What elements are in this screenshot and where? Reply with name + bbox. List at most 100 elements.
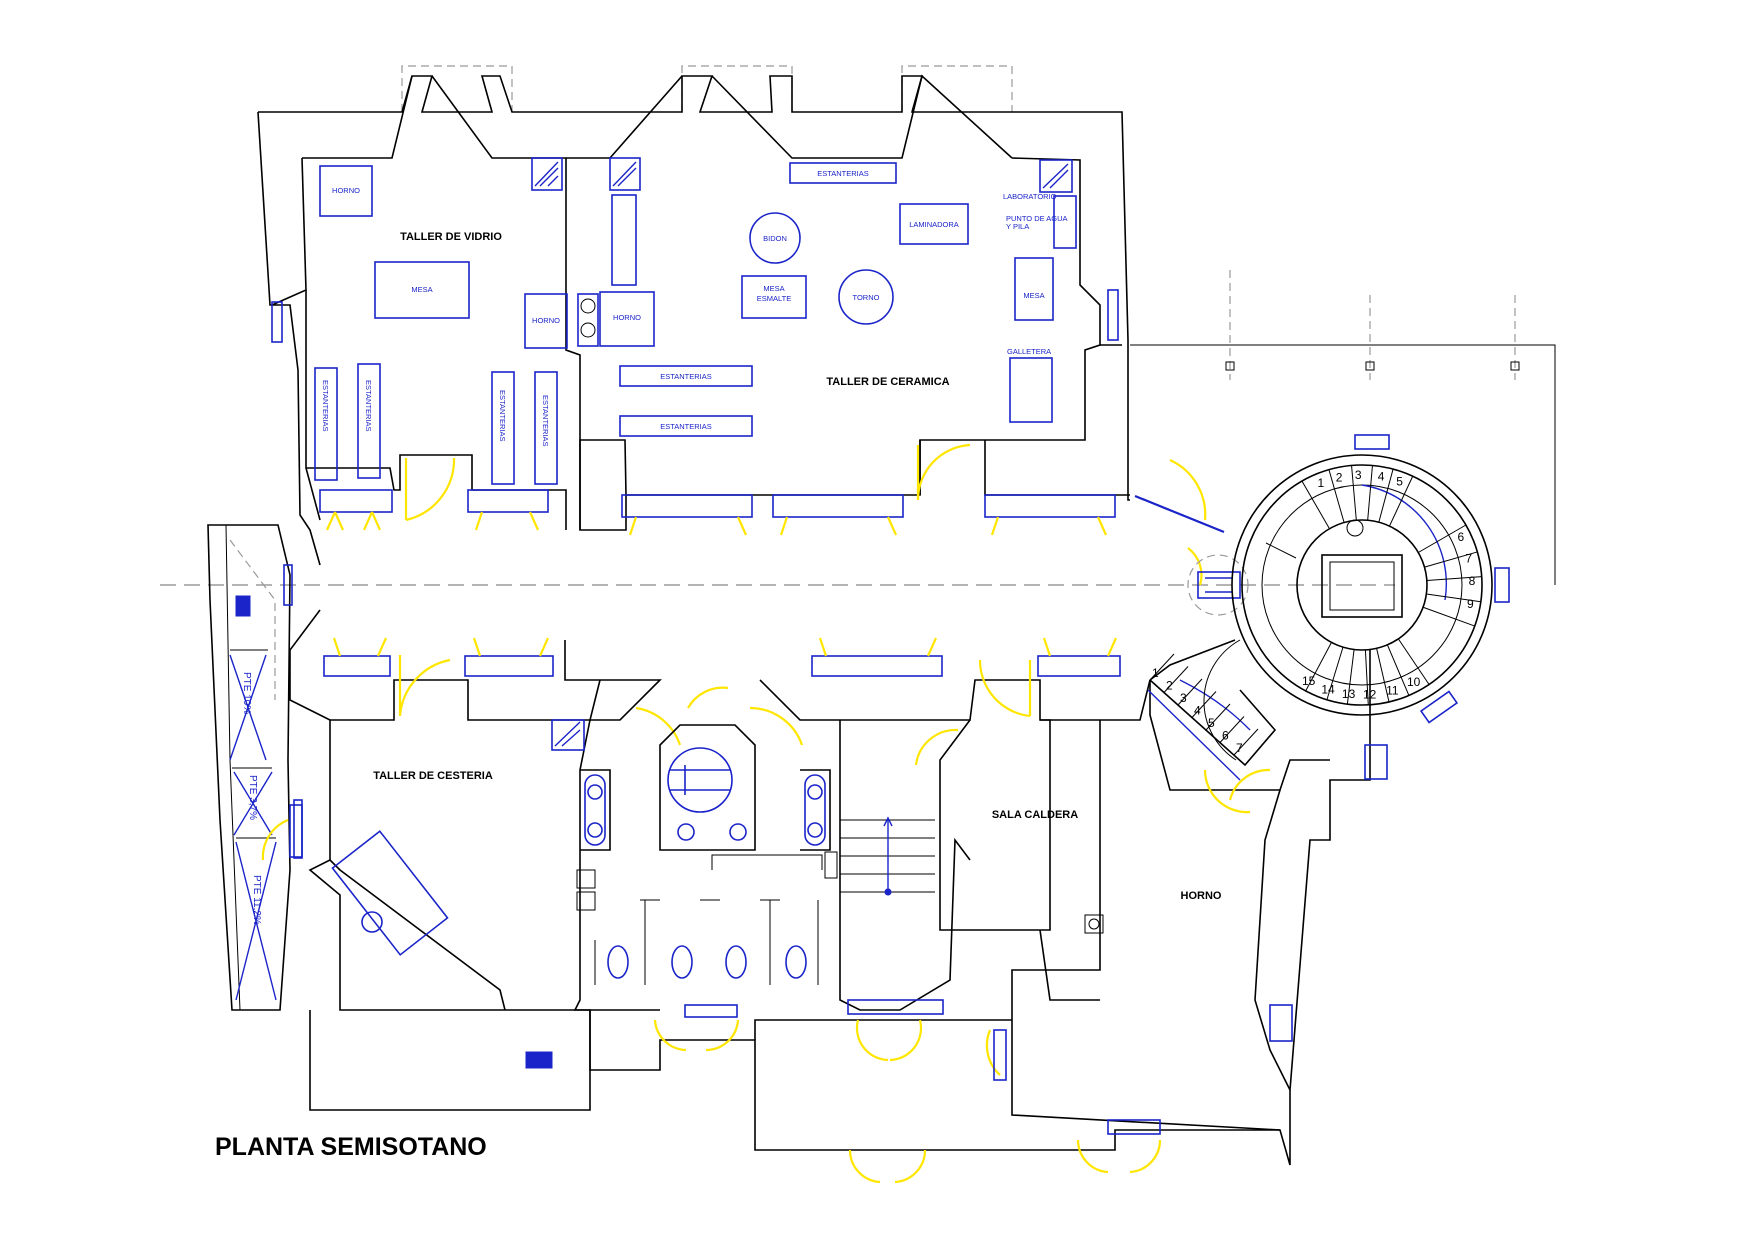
spiral-step-line (1389, 476, 1414, 527)
spiral-step-number: 14 (1321, 683, 1335, 697)
window-west-lower (289, 804, 303, 858)
toilet-fixtures (607, 945, 807, 979)
center-stair (840, 816, 944, 1015)
spiral-steps (1301, 465, 1482, 705)
spiral-step-line (1301, 480, 1330, 529)
straight-step-number: 7 (1236, 741, 1243, 755)
room-label-sala-caldera: SALA CALDERA (992, 809, 1078, 821)
straight-step-number: 5 (1208, 716, 1215, 730)
upper-wing-walls (257, 74, 1130, 566)
wheelchair-lift (1187, 554, 1249, 616)
spiral-step-number: 10 (1407, 675, 1421, 689)
spiral-step-line (1346, 649, 1355, 705)
spiral-step-line (1426, 593, 1481, 603)
laboratorio-label: LABORATORIO (1003, 192, 1057, 201)
taller-ceramica-furniture: ESTANTERIAS BIDON LAMINADORA LABORATORIO… (599, 157, 1077, 437)
equipment-block (525, 1051, 553, 1069)
room-label-horno: HORNO (1181, 890, 1222, 902)
straight-step-line (1219, 716, 1245, 743)
estanterias-label-c1: ESTANTERIAS (817, 169, 869, 178)
spiral-step-number: 9 (1467, 597, 1474, 611)
mesa-esmalte-label-1: MESA (763, 284, 784, 293)
spiral-step-line (1351, 465, 1357, 521)
spiral-step-number: 7 (1465, 551, 1472, 565)
straight-step-number: 6 (1222, 729, 1229, 743)
lower-corridor-benches (323, 637, 1121, 677)
window-west-mid (283, 564, 293, 606)
estanterias-label-v3: ESTANTERIAS (498, 390, 507, 442)
spiral-step-line (1422, 606, 1475, 627)
mesa-label-ceramica: MESA (1023, 291, 1044, 300)
straight-step-line (1163, 666, 1189, 693)
spiral-step-line (1305, 642, 1332, 692)
straight-step-line (1149, 653, 1175, 681)
horno-label-3: HORNO (613, 313, 641, 322)
spiral-step-line (1328, 469, 1345, 523)
lower-wing-walls (289, 609, 1371, 1166)
tower-upper-door (1134, 494, 1225, 534)
straight-step-line (1191, 691, 1217, 718)
mesa-esmalte-label-2: ESMALTE (757, 294, 791, 303)
estanterias-label-c2: ESTANTERIAS (660, 372, 712, 381)
room-label-taller-cesteria: TALLER DE CESTERIA (373, 770, 493, 782)
spiral-step-line (1418, 524, 1467, 553)
spiral-step-number: 3 (1355, 468, 1362, 482)
horno-label-1: HORNO (332, 186, 360, 195)
west-ramp-corridor: PTE 10% PTE 3,7% PTE 11,2% (207, 524, 291, 1011)
laminadora-label: LAMINADORA (909, 220, 959, 229)
spiral-step-number: 11 (1386, 684, 1399, 698)
door-frame-2 (993, 1029, 1007, 1081)
door-frame-3 (1269, 1004, 1293, 1042)
door-frame-1 (1107, 1119, 1161, 1135)
estanterias-label-v1: ESTANTERIAS (321, 380, 330, 432)
mesa-label-vidrio: MESA (411, 285, 432, 294)
ramp-label-10: PTE 10% (241, 672, 252, 714)
taller-cesteria-furniture (293, 719, 585, 956)
spiral-step-number: 6 (1458, 530, 1465, 544)
torno-label: TORNO (853, 293, 880, 302)
door-frame-4 (1364, 744, 1388, 780)
window-west (271, 301, 283, 343)
straight-steps (1149, 653, 1259, 756)
terrace-outline (1130, 270, 1556, 585)
spiral-step-line (1424, 551, 1478, 568)
estanterias-label-v2: ESTANTERIAS (364, 380, 373, 432)
taller-vidrio-furniture: HORNO MESA HORNO ESTANTERIAS ESTANTERIAS… (314, 157, 599, 485)
spiral-step-number: 2 (1336, 470, 1343, 484)
spiral-step-line (1397, 638, 1430, 685)
spiral-step-line (1326, 647, 1344, 700)
window-east (1107, 289, 1119, 341)
straight-step-line (1205, 703, 1231, 731)
estanterias-label-v4: ESTANTERIAS (541, 395, 550, 447)
sala-caldera-details (1084, 914, 1104, 934)
ramp-label-11-2: PTE 11,2% (251, 875, 262, 925)
spiral-step-number: 5 (1396, 475, 1403, 489)
doors (261, 443, 1271, 1184)
spiral-step-line (1378, 468, 1394, 523)
spiral-step-number: 13 (1342, 687, 1356, 701)
room-label-taller-ceramica: TALLER DE CERAMICA (826, 376, 949, 388)
bidon-label: BIDON (763, 234, 787, 243)
room-label-taller-vidrio: TALLER DE VIDRIO (400, 231, 502, 243)
straight-step-number: 2 (1166, 679, 1173, 693)
straight-step-number: 3 (1180, 691, 1187, 705)
galletera-label: GALLETERA (1007, 347, 1051, 356)
spiral-step-number: 12 (1363, 688, 1377, 702)
straight-step-number: 1 (1152, 666, 1159, 680)
spiral-step-line (1376, 648, 1390, 703)
upper-corridor-benches (319, 489, 1116, 536)
plan-title: PLANTA SEMISOTANO (215, 1133, 487, 1161)
spiral-step-line (1364, 649, 1369, 705)
spiral-step-line (1367, 465, 1373, 521)
spiral-step-number: 4 (1378, 470, 1385, 484)
horno-label-2: HORNO (532, 316, 560, 325)
spiral-step-number: 15 (1302, 674, 1316, 688)
spiral-step-line (1426, 576, 1482, 581)
straight-step-line (1177, 678, 1203, 706)
ramp-label-3-7: PTE 3,7% (247, 775, 258, 820)
